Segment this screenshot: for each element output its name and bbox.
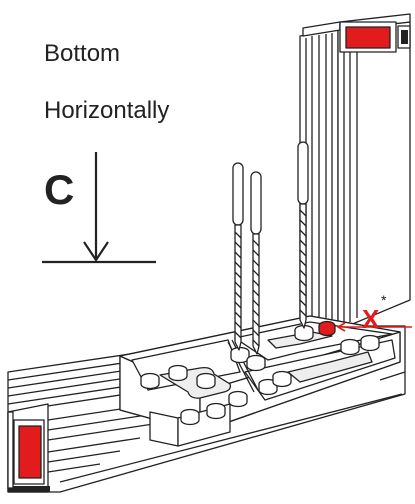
marker-letter-x: X: [362, 304, 380, 334]
orientation-label-horizontally: Horizontally: [44, 97, 170, 124]
stop-pin-marker: [318, 320, 336, 337]
drill-bits: [232, 141, 309, 355]
marker-superscript: *: [381, 292, 387, 308]
direction-letter-c: C: [44, 166, 75, 213]
drill-bushings: [140, 324, 380, 426]
drill-bit-middle: [250, 171, 262, 355]
drill-bit-left: [232, 162, 244, 351]
vertical-profile: [299, 13, 411, 337]
down-arrow-to-baseline-icon: [42, 152, 156, 264]
position-label-bottom: Bottom: [44, 40, 121, 67]
left-arrow-icon: [337, 322, 412, 332]
drill-bit-right: [297, 141, 309, 329]
